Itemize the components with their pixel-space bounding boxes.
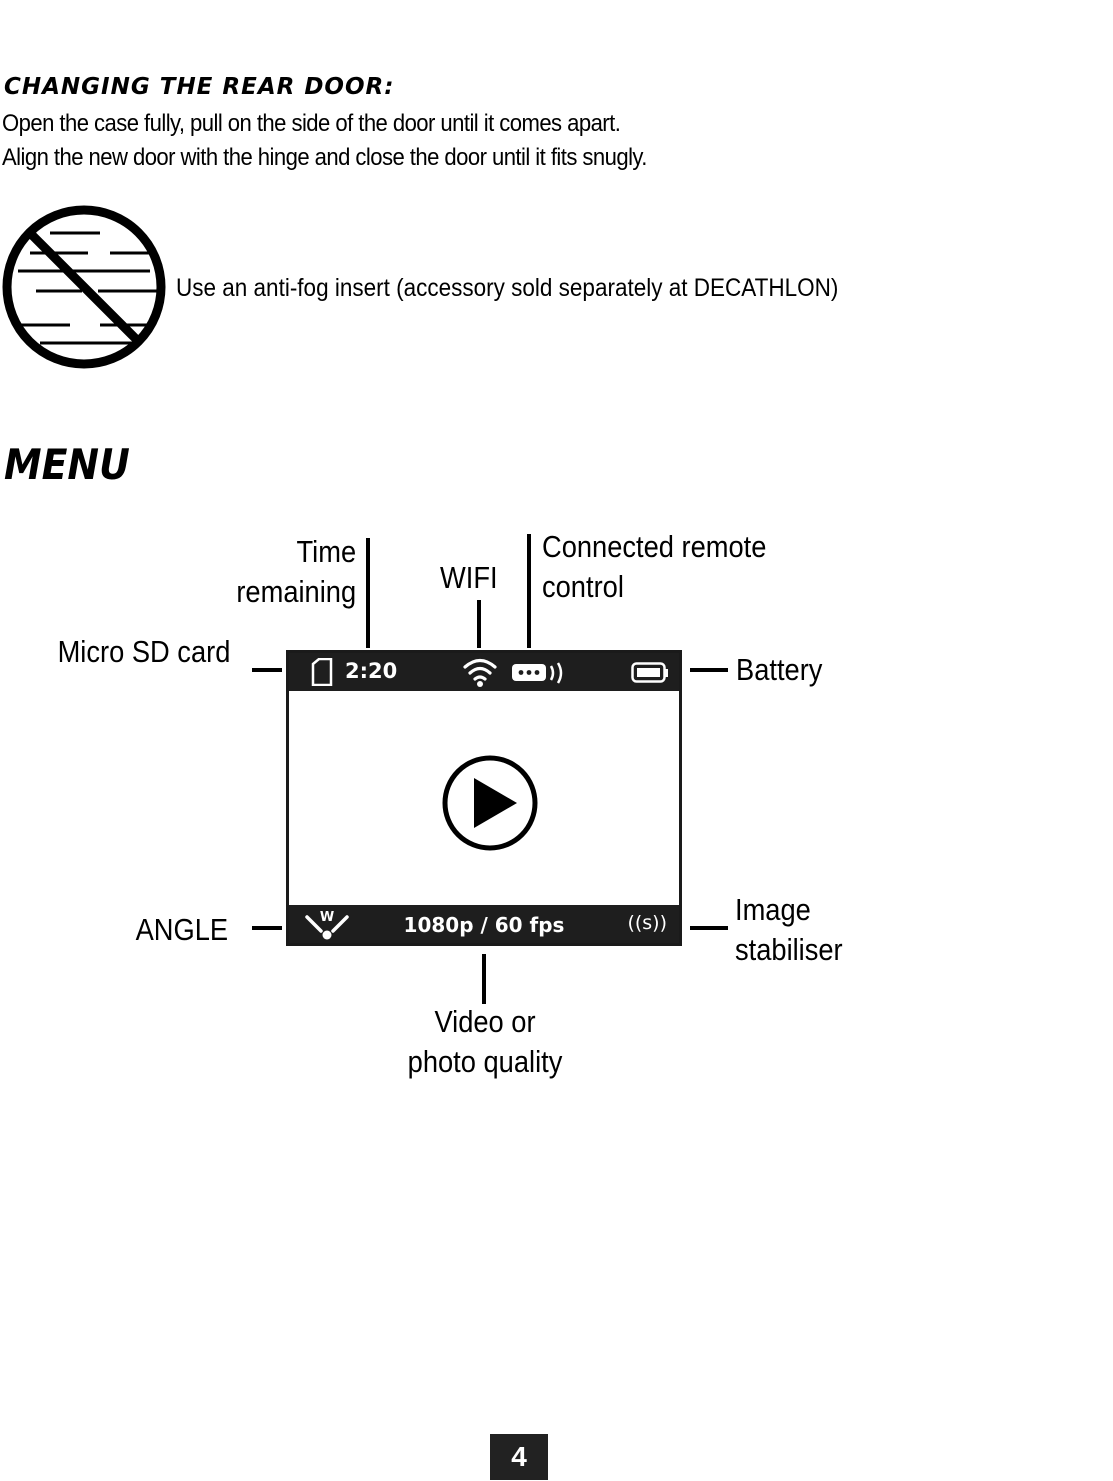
callout-wifi: WIFI xyxy=(440,560,498,595)
callout-quality-line1: Video or xyxy=(434,1004,536,1039)
leader-battery xyxy=(690,668,728,672)
wifi-icon xyxy=(463,658,497,687)
quality-value: 1080p / 60 fps xyxy=(403,913,565,937)
callout-quality: Video or photo quality xyxy=(393,1002,578,1082)
callout-battery: Battery xyxy=(736,652,823,687)
leader-remote xyxy=(527,534,531,648)
time-remaining-value: 2:20 xyxy=(345,659,398,683)
leader-wifi xyxy=(477,600,481,648)
leader-time xyxy=(366,538,370,648)
stabiliser-icon: ((s)) xyxy=(627,912,667,934)
screen-info-bar: W 1080p / 60 fps ((s)) xyxy=(289,905,679,943)
callout-remote-line2: control xyxy=(542,569,624,604)
callout-time-remaining: Time remaining xyxy=(236,532,356,612)
callout-remote: Connected remote control xyxy=(542,527,766,607)
no-fog-icon xyxy=(2,205,166,369)
leader-micro-sd xyxy=(252,668,282,672)
leader-quality xyxy=(482,954,486,1004)
battery-icon xyxy=(631,662,668,683)
instruction-line-1: Open the case fully, pull on the side of… xyxy=(2,110,621,137)
callout-micro-sd: Micro SD card xyxy=(57,634,230,669)
angle-letter: W xyxy=(320,910,334,925)
callout-remote-line1: Connected remote xyxy=(542,529,767,564)
anti-fog-text: Use an anti-fog insert (accessory sold s… xyxy=(176,274,839,302)
callout-time-line2: remaining xyxy=(236,574,356,609)
section-heading-rear-door: CHANGING THE REAR DOOR: xyxy=(4,74,395,100)
callout-time-line1: Time xyxy=(296,534,356,569)
callout-angle: ANGLE xyxy=(135,912,228,947)
callout-quality-line2: photo quality xyxy=(407,1044,563,1079)
wide-angle-icon: W xyxy=(305,910,349,940)
callout-stabiliser-line1: Image xyxy=(735,892,811,927)
callout-stabiliser: Image stabiliser xyxy=(735,890,843,970)
sd-card-icon xyxy=(311,658,333,686)
menu-title: MENU xyxy=(4,440,130,489)
screen-status-bar: 2:20 xyxy=(289,653,679,691)
leader-stabiliser xyxy=(690,926,728,930)
camera-screen: 2:20 xyxy=(286,650,682,946)
remote-control-icon xyxy=(512,662,563,684)
instruction-line-2: Align the new door with the hinge and cl… xyxy=(2,144,647,171)
callout-stabiliser-line2: stabiliser xyxy=(735,932,843,967)
leader-angle xyxy=(252,926,282,930)
play-icon xyxy=(442,755,538,851)
page-number: 4 xyxy=(490,1434,548,1480)
